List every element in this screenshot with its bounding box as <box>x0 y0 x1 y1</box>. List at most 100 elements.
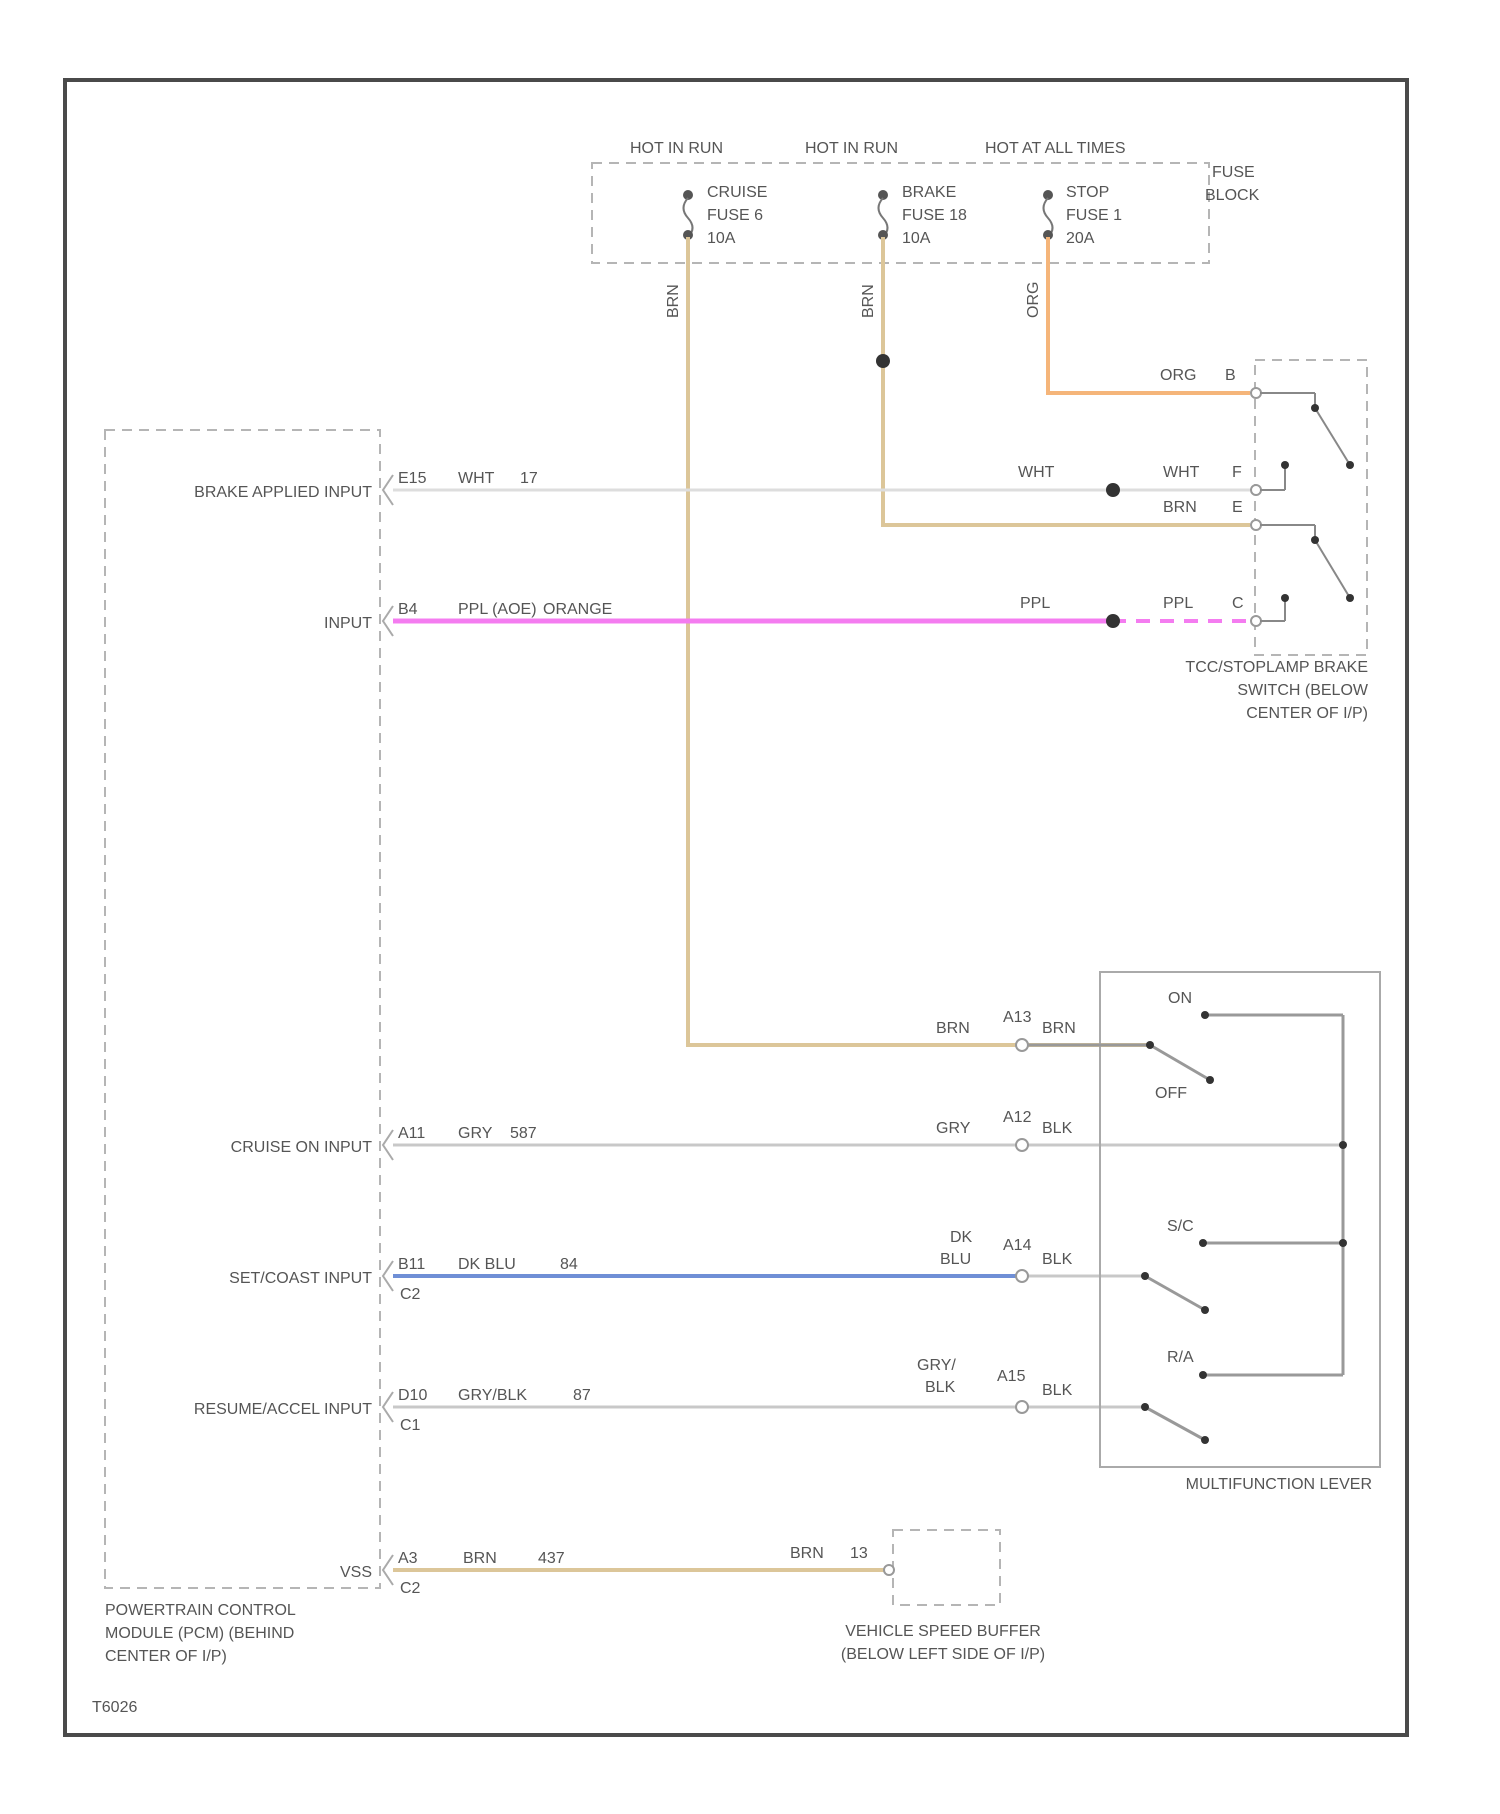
lever-a13-right: BRN <box>1042 1020 1076 1037</box>
lever-off-label: OFF <box>1155 1085 1187 1102</box>
switch-pin-f: F <box>1232 464 1242 481</box>
splice-ppl-label: PPL <box>1020 595 1050 612</box>
fuse-header-3: HOT AT ALL TIMES <box>985 140 1126 157</box>
fuse-brake-wire-label: BRN <box>860 284 877 318</box>
circuit-17: 17 <box>520 470 538 487</box>
lever-on-label: ON <box>1168 990 1192 1007</box>
lever-a13-left: BRN <box>936 1020 970 1037</box>
lever-a15-left-2: BLK <box>925 1379 956 1396</box>
lever-a15-left-1: GRY/ <box>917 1357 956 1374</box>
switch-pin-b: B <box>1225 367 1236 384</box>
fuse-cruise-rating: 10A <box>707 230 736 247</box>
splice-wht-label: WHT <box>1018 464 1055 481</box>
pcm-brake-applied-label: BRAKE APPLIED INPUT <box>194 484 372 501</box>
fuse-stop-name: STOP <box>1066 184 1109 201</box>
switch-pin-e: E <box>1232 499 1243 516</box>
diagram-id: T6026 <box>92 1699 137 1716</box>
fuse-brake-number: FUSE 18 <box>902 207 967 224</box>
wire-wht-label: WHT <box>458 470 495 487</box>
pcm-cruise-on-label: CRUISE ON INPUT <box>231 1139 373 1156</box>
pcm-vss-connector <box>383 1555 393 1585</box>
multifunction-lever: ON OFF S/C R/A BRN A13 BRN GRY A12 BLK D… <box>917 972 1380 1493</box>
multifunction-lever-label: MULTIFUNCTION LEVER <box>1186 1476 1372 1493</box>
splice-brake <box>876 354 890 368</box>
fuse-stop: STOP FUSE 1 20A <box>1043 184 1122 247</box>
pin-a11: A11 <box>398 1125 425 1142</box>
connector-c1: C1 <box>400 1417 421 1434</box>
lever-a15-pin: A15 <box>997 1368 1026 1385</box>
pcm-input-connector <box>383 606 393 636</box>
wire-ppl-label-2: ORANGE <box>543 601 612 618</box>
fuse-block: FUSE BLOCK HOT IN RUN HOT IN RUN HOT AT … <box>592 140 1260 318</box>
fuse-cruise-number: FUSE 6 <box>707 207 763 224</box>
brake-switch-label-1: TCC/STOPLAMP BRAKE <box>1185 659 1368 676</box>
fuse-brake: BRAKE FUSE 18 10A <box>878 184 967 247</box>
connector-c2-vss: C2 <box>400 1580 421 1597</box>
pcm-resume-label: RESUME/ACCEL INPUT <box>194 1401 372 1418</box>
fuse-brake-rating: 10A <box>902 230 931 247</box>
switch-pin-f-wire: WHT <box>1163 464 1200 481</box>
wire-org-stop <box>1048 237 1250 393</box>
switch-pin-c-wire: PPL <box>1163 595 1193 612</box>
wire-gry-label: GRY <box>458 1125 493 1142</box>
vsb-wire-label: BRN <box>790 1545 824 1562</box>
lever-a14-left-1: DK <box>950 1229 973 1246</box>
lever-set-label: S/C <box>1167 1218 1194 1235</box>
pcm-input-label: INPUT <box>324 615 372 632</box>
pcm-cruise-on-connector <box>383 1130 393 1160</box>
pcm-set-coast-label: SET/COAST INPUT <box>229 1270 372 1287</box>
lever-a12-left: GRY <box>936 1120 971 1137</box>
splice-wht <box>1106 483 1120 497</box>
lever-a14-pin: A14 <box>1003 1237 1032 1254</box>
pin-b11: B11 <box>398 1256 425 1273</box>
pin-b4: B4 <box>398 601 418 618</box>
lever-a15-right: BLK <box>1042 1382 1073 1399</box>
brake-switch-label-2: SWITCH (BELOW <box>1237 682 1369 699</box>
wires <box>393 237 1340 1570</box>
wire-brn-vss-label: BRN <box>463 1550 497 1567</box>
vsb-label-2: (BELOW LEFT SIDE OF I/P) <box>841 1646 1045 1663</box>
fuse-stop-wire-label: ORG <box>1025 282 1042 318</box>
fuse-header-1: HOT IN RUN <box>630 140 723 157</box>
pcm-label-3: CENTER OF I/P) <box>105 1648 227 1665</box>
fuse-block-label: FUSE <box>1212 164 1255 181</box>
vsb-label-1: VEHICLE SPEED BUFFER <box>845 1623 1041 1640</box>
fuse-cruise: CRUISE FUSE 6 10A <box>683 184 767 247</box>
pcm-label-2: MODULE (PCM) (BEHIND <box>105 1625 294 1642</box>
switch-pin-c: C <box>1232 595 1244 612</box>
pcm-set-coast-connector <box>383 1261 393 1291</box>
fuse-stop-number: FUSE 1 <box>1066 207 1122 224</box>
fuse-cruise-wire-label: BRN <box>665 284 682 318</box>
lever-a14-right: BLK <box>1042 1251 1073 1268</box>
circuit-437: 437 <box>538 1550 565 1567</box>
pin-d10: D10 <box>398 1387 427 1404</box>
splice-ppl <box>1106 614 1120 628</box>
circuit-84: 84 <box>560 1256 578 1273</box>
switch-pin-e-wire: BRN <box>1163 499 1197 516</box>
switch-pin-b-wire: ORG <box>1160 367 1196 384</box>
wire-gry-blk-label: GRY/BLK <box>458 1387 527 1404</box>
tcc-stoplamp-brake-switch: ORG B WHT F BRN E PPL C WHT PPL TCC/STOP… <box>1018 360 1369 722</box>
wire-brn-cruise <box>688 237 1150 1045</box>
fuse-header-2: HOT IN RUN <box>805 140 898 157</box>
fuse-cruise-name: CRUISE <box>707 184 767 201</box>
lever-a12-pin: A12 <box>1003 1109 1032 1126</box>
wire-dk-blu-label: DK BLU <box>458 1256 516 1273</box>
vehicle-speed-buffer: BRN 13 VEHICLE SPEED BUFFER (BELOW LEFT … <box>790 1530 1045 1663</box>
vehicle-speed-buffer-outline <box>893 1530 1000 1605</box>
fuse-stop-rating: 20A <box>1066 230 1095 247</box>
brake-switch-label-3: CENTER OF I/P) <box>1246 705 1368 722</box>
pcm-brake-applied-connector <box>383 475 393 505</box>
wire-ppl-label: PPL (AOE) <box>458 601 537 618</box>
connector-c2-set: C2 <box>400 1286 421 1303</box>
fuse-brake-name: BRAKE <box>902 184 956 201</box>
pcm-vss-label: VSS <box>340 1564 372 1581</box>
pcm-resume-connector <box>383 1392 393 1422</box>
lever-resume-label: R/A <box>1167 1349 1194 1366</box>
lever-a14-left-2: BLU <box>940 1251 971 1268</box>
vsb-pin-label: 13 <box>850 1545 868 1562</box>
pin-e15: E15 <box>398 470 427 487</box>
circuit-587: 587 <box>510 1125 537 1142</box>
lever-a13-pin: A13 <box>1003 1009 1032 1026</box>
